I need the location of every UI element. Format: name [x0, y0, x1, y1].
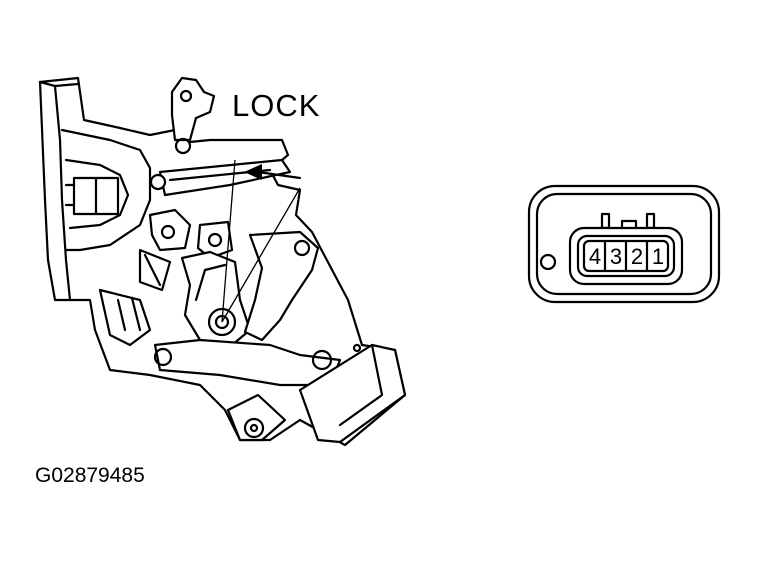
connector-key-icon [539, 253, 557, 271]
connector-pin-4: 4 [589, 244, 601, 269]
connector-pin-3: 3 [610, 244, 622, 269]
lock-indicator-lines [221, 159, 301, 323]
top-lever [170, 76, 216, 142]
lock-label: LOCK [232, 88, 321, 123]
direction-arrow [244, 164, 262, 180]
left-bracket [38, 80, 72, 302]
connector-latch-left [600, 212, 611, 230]
figure-id: G02879485 [35, 464, 145, 487]
connector-face: 4 3 2 1 [527, 184, 721, 304]
connector-pin-2: 2 [631, 244, 643, 269]
connector-pin-1: 1 [652, 244, 664, 269]
connector-latch-right [645, 212, 656, 230]
door-lock-actuator [38, 76, 407, 447]
link-arm [243, 230, 320, 342]
